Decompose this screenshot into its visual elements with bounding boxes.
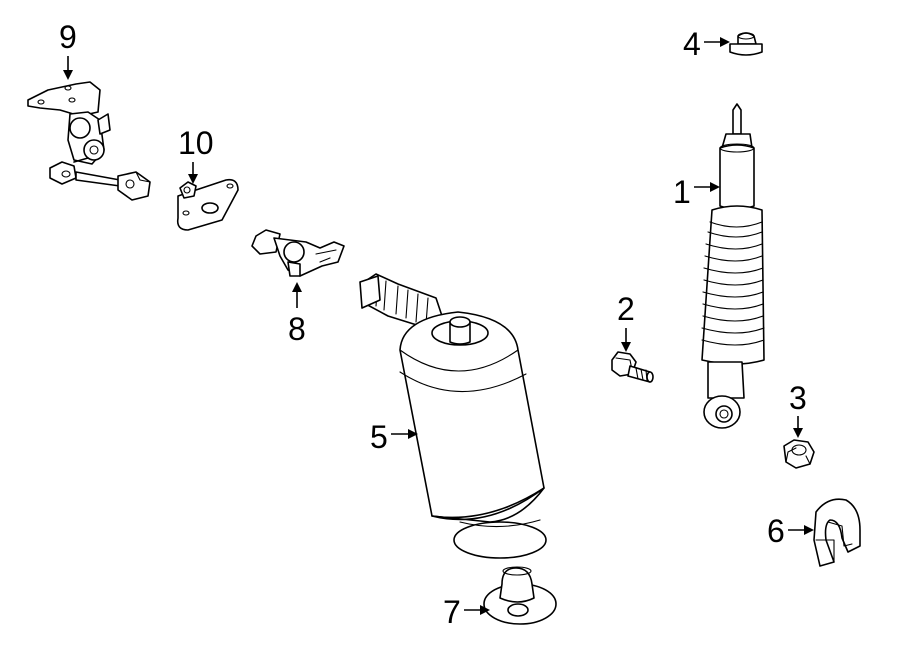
- callout-3-label: 3: [789, 380, 807, 416]
- clip-part[interactable]: [813, 498, 861, 567]
- callout-5-label: 5: [370, 419, 388, 455]
- callout-4: 4: [683, 26, 730, 62]
- callout-7: 7: [443, 594, 490, 630]
- callout-1-label: 1: [673, 174, 691, 210]
- callout-10-label: 10: [178, 125, 214, 161]
- callout-9: 9: [59, 19, 77, 80]
- callout-5: 5: [370, 419, 418, 455]
- nut-part[interactable]: [783, 439, 815, 469]
- valve-part[interactable]: [251, 229, 345, 277]
- callout-1: 1: [673, 174, 720, 210]
- height-sensor-part[interactable]: [27, 81, 151, 201]
- callout-8-label: 8: [288, 311, 306, 347]
- bumper-stop-part[interactable]: [483, 566, 557, 625]
- shock-absorber-part[interactable]: [701, 103, 765, 429]
- callout-6: 6: [767, 513, 814, 549]
- callout-2-label: 2: [617, 291, 635, 327]
- callout-9-label: 9: [59, 19, 77, 55]
- callout-2: 2: [617, 291, 635, 352]
- callout-10: 10: [178, 125, 214, 184]
- bumper-cap-part[interactable]: [729, 32, 763, 56]
- air-spring-part[interactable]: [359, 273, 547, 559]
- callout-3: 3: [789, 380, 807, 438]
- bolt-part[interactable]: [611, 351, 654, 383]
- callout-6-label: 6: [767, 513, 785, 549]
- callout-7-label: 7: [443, 594, 461, 630]
- bracket-part[interactable]: [176, 178, 239, 231]
- callout-4-label: 4: [683, 26, 701, 62]
- callout-8: 8: [288, 282, 306, 347]
